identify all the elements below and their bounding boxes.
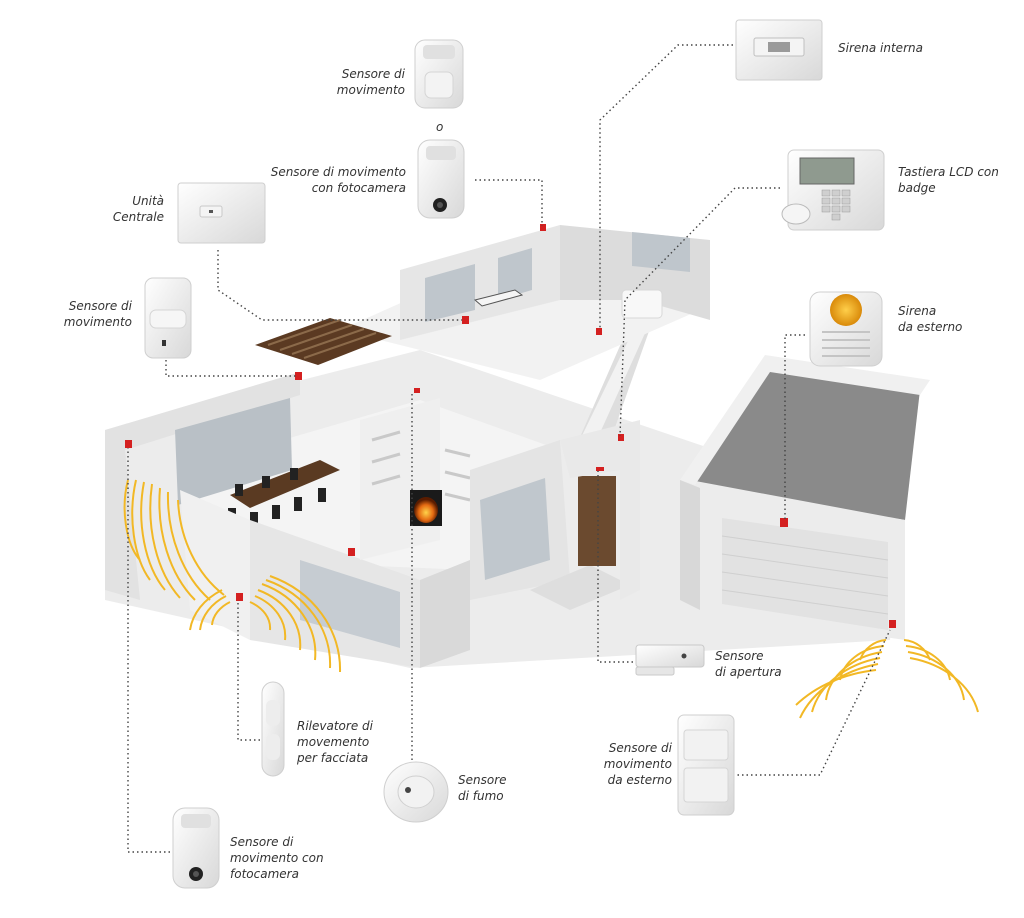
sensor-marker: [780, 518, 788, 527]
label-central-unit: Unità Centrale: [112, 194, 164, 224]
outdoor-motion-device: [677, 714, 735, 816]
leader-opening-sensor: [597, 471, 633, 663]
sensor-marker: [348, 548, 355, 556]
label-facade-detector: Rilevatore di movemento per facciata: [297, 719, 373, 765]
left-outer-wall: [105, 372, 300, 600]
leader-lcd-keypad: [619, 187, 780, 437]
fire: [414, 497, 438, 523]
facade-detector-device: [261, 681, 285, 777]
motion-sensor-top-device: [414, 39, 464, 109]
front-door: [578, 476, 616, 566]
armchair: [621, 289, 663, 319]
detection-waves: [123, 479, 979, 719]
label-smoke-sensor: Sensore di fumo: [458, 773, 507, 803]
garage-left-wall: [680, 480, 700, 610]
front-window: [300, 560, 400, 648]
indoor-siren-device: [735, 19, 823, 81]
label-indoor-siren: Sirena interna: [838, 41, 923, 55]
upper-window-1: [425, 264, 475, 322]
label-outdoor-siren: Sirena da esterno: [898, 304, 963, 334]
garage-roof-rim: [680, 355, 930, 485]
leader-motion-left: [165, 360, 298, 377]
sensor-marker: [540, 224, 546, 231]
sensor-marker: [596, 328, 602, 335]
sensor-marker: [462, 316, 469, 324]
leader-indoor-siren: [599, 44, 733, 330]
dining-table: [230, 460, 340, 508]
sensor-marker: [618, 434, 624, 441]
upper-window-2: [498, 248, 532, 300]
label-lcd-keypad: Tastiera LCD con badge: [898, 165, 999, 195]
front-wall-corner: [420, 560, 470, 668]
central-unit-device: [177, 182, 266, 244]
upper-desk: [473, 289, 524, 307]
lcd-keypad-device: [781, 149, 885, 231]
leader-lines: [127, 44, 891, 853]
motion-camera-top-device: [417, 139, 465, 219]
garage-door-lines: [721, 535, 889, 615]
label-motion-left: Sensore di movimento: [63, 299, 132, 329]
shelves: [371, 430, 471, 502]
upper-right-window: [632, 232, 690, 272]
label-motion-camera-bottom: Sensore di movimento con fotocamera: [230, 835, 324, 881]
leader-motion-camera-top: [475, 179, 543, 226]
garage-door: [722, 518, 888, 630]
label-motion-camera-top: Sensore di movimento con fotocamera: [270, 165, 406, 195]
label-opening-sensor: Sensore di apertura: [715, 649, 782, 679]
label-outdoor-motion: Sensore di movimento da esterno: [603, 741, 672, 787]
sensor-marker: [236, 593, 243, 601]
sensor-marker: [295, 372, 302, 380]
opening-sensor-device: [635, 644, 705, 676]
badge: [781, 203, 811, 225]
smoke-sensor-device: [383, 761, 449, 823]
motion-camera-bottom-device: [172, 807, 220, 889]
door-wall: [560, 420, 640, 600]
label-or: o: [436, 120, 444, 134]
label-motion-top: Sensore di movimento: [336, 67, 405, 97]
sensor-marker: [889, 620, 896, 628]
leader-outdoor-motion: [733, 629, 891, 776]
pergola: [255, 318, 392, 365]
leader-motion-camera-bottom: [127, 448, 170, 853]
sensor-marker: [414, 388, 420, 393]
partition-wall: [360, 398, 440, 560]
sensor-markers: [125, 224, 896, 628]
outdoor-siren-device: [809, 291, 883, 367]
front-wall-left: [180, 490, 250, 640]
sensor-marker: [125, 440, 132, 448]
living-right-window: [480, 478, 550, 580]
staircase: [530, 300, 660, 610]
house: [105, 225, 930, 668]
motion-sensor-left-device: [144, 277, 192, 359]
sensor-marker: [596, 467, 604, 471]
